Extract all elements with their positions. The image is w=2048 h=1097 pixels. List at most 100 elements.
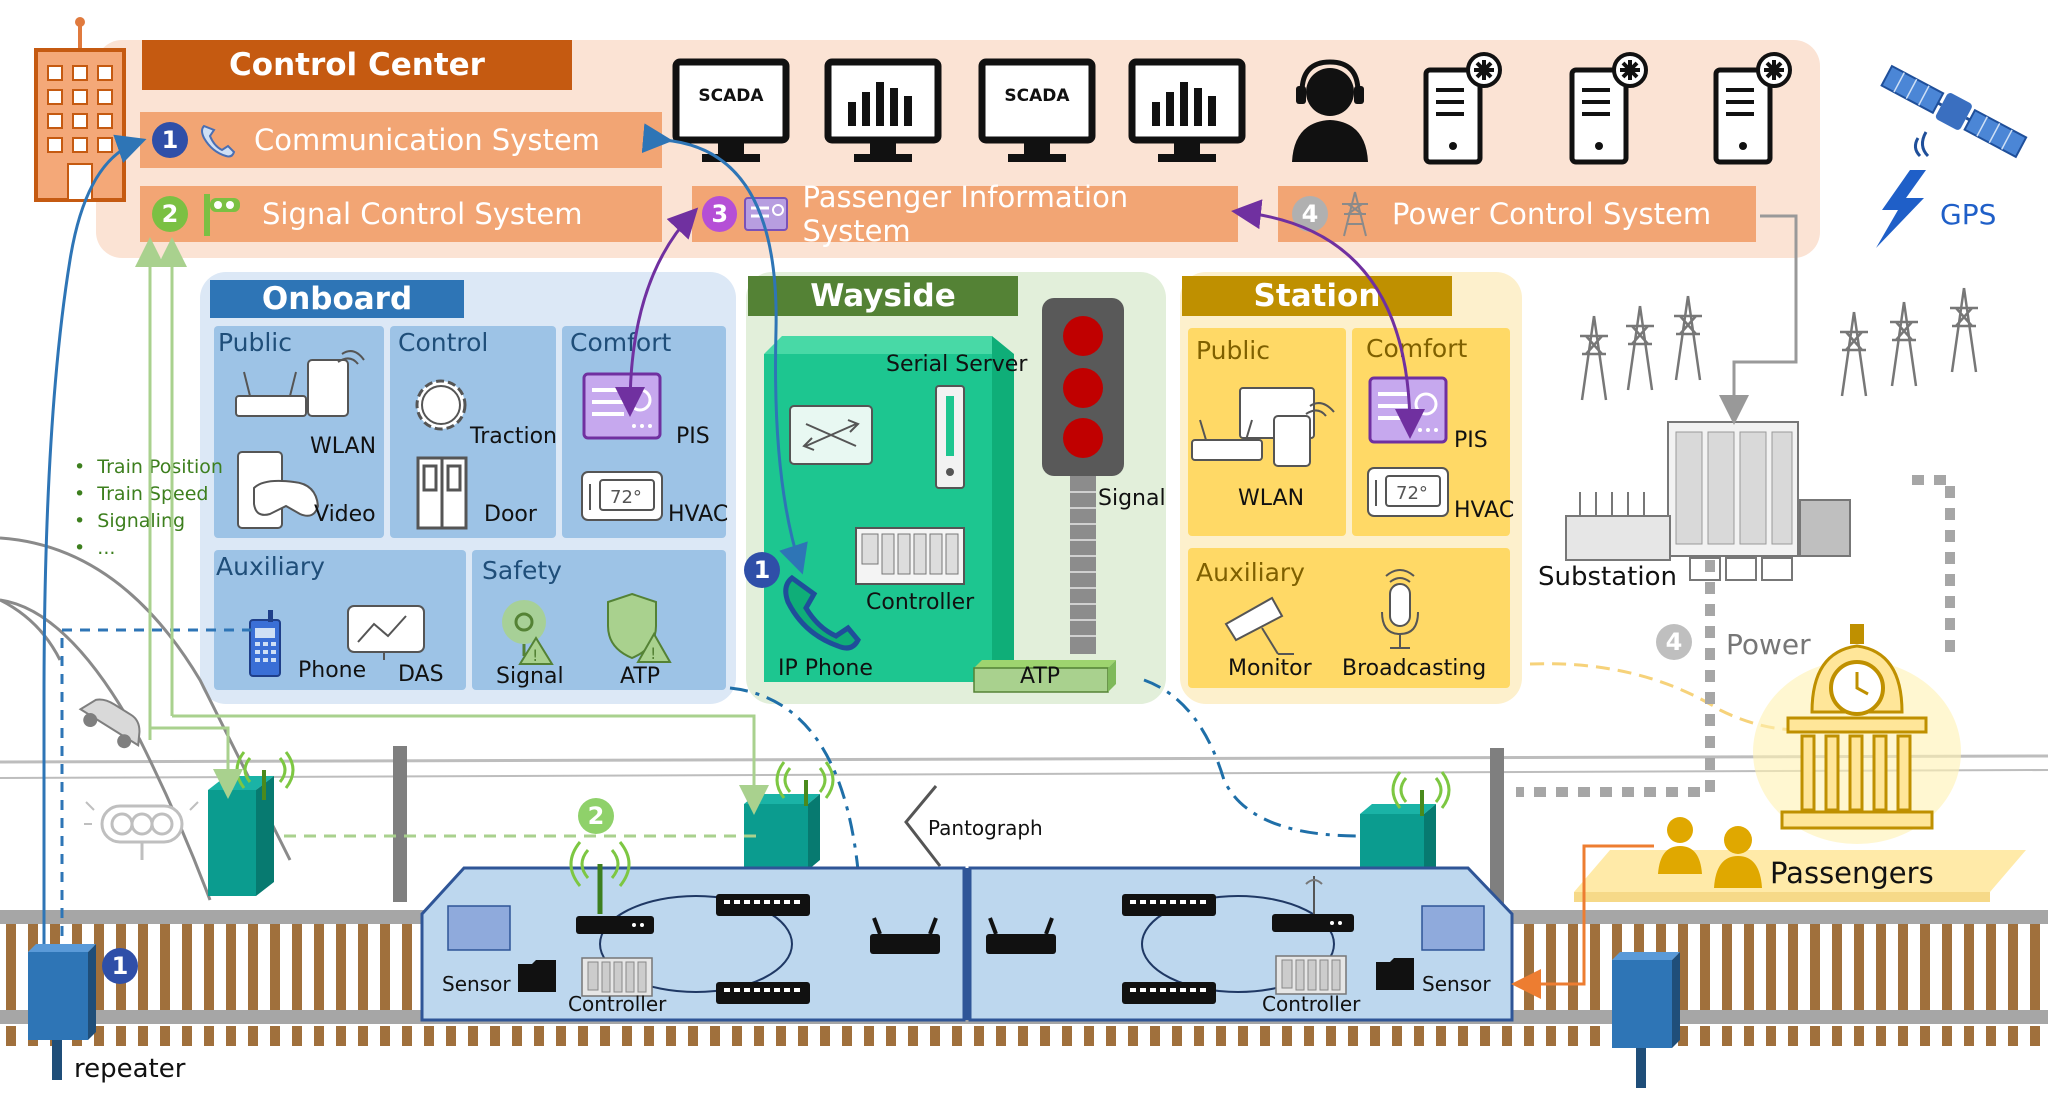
- rail-tie: [1678, 1026, 1688, 1046]
- rail-tie: [1766, 1026, 1776, 1046]
- onboard-atp-label: ATP: [620, 664, 661, 689]
- rail-tie: [710, 1026, 720, 1046]
- rail-tie: [1920, 1026, 1930, 1046]
- wayside-controller-icon: [852, 524, 968, 588]
- rail-tie: [1876, 1026, 1886, 1046]
- onboard-video-label: Video: [314, 502, 376, 527]
- serial-server-icon: [932, 382, 968, 492]
- rail-tie: [226, 1026, 236, 1046]
- train-info-list: • Train Position • Train Speed • Signali…: [74, 454, 223, 562]
- substation-building-icon: [1560, 416, 1900, 596]
- system-bar-power-control[interactable]: 4 Power Control System: [1278, 186, 1756, 242]
- svg-text:!: !: [532, 646, 538, 665]
- bar-chart-monitor-1: [824, 58, 942, 166]
- rail-tie: [2008, 1026, 2018, 1046]
- station-wlan-label: WLAN: [1238, 486, 1305, 511]
- wayside-controller-label: Controller: [866, 590, 975, 615]
- substation-label: Substation: [1538, 562, 1677, 592]
- microphone-icon: [1374, 562, 1426, 658]
- rail-tie: [534, 1026, 544, 1046]
- rail-tie: [248, 924, 258, 1010]
- rail-tie: [1568, 924, 1578, 1010]
- rail-tie: [204, 1026, 214, 1046]
- train-info-more: • ...: [74, 537, 116, 559]
- station-monitor-label: Monitor: [1228, 656, 1312, 681]
- power-towers-right-icon: [1826, 272, 2006, 402]
- rail-tie: [1304, 1026, 1314, 1046]
- rail-tie: [1238, 1026, 1248, 1046]
- rail-tie: [446, 1026, 456, 1046]
- router-tablet-icon: [230, 340, 370, 430]
- onboard-phone-label: Phone: [298, 658, 367, 683]
- svg-text:!: !: [650, 644, 656, 663]
- security-camera-icon: [1218, 594, 1302, 658]
- rail-tie: [1568, 1026, 1578, 1046]
- rail-tie: [996, 1026, 1006, 1046]
- rail-tie: [1788, 924, 1798, 1010]
- train-controller-label-left: Controller: [568, 992, 667, 1016]
- rail-tie: [314, 1026, 324, 1046]
- rail-tie: [1722, 924, 1732, 1010]
- signal-biohazard-icon: !: [496, 594, 560, 666]
- station-auxiliary-title: Auxiliary: [1196, 558, 1305, 587]
- repeater-left-icon: [24, 942, 104, 1082]
- rail-tie: [490, 1026, 500, 1046]
- system-bar-signal-control[interactable]: 2 Signal Control System: [140, 186, 662, 242]
- rail-tie: [1392, 1026, 1402, 1046]
- onboard-safety-title: Safety: [482, 556, 562, 585]
- rail-tie: [930, 1026, 940, 1046]
- ip-phone-icon: [778, 570, 872, 654]
- atp-balise: [970, 656, 1120, 696]
- rail-tie: [336, 924, 346, 1010]
- rail-tie: [1744, 1026, 1754, 1046]
- rail-tie: [2030, 924, 2040, 1010]
- phone-icon: [196, 120, 240, 160]
- repeater-badge-1: 1: [102, 948, 138, 984]
- rail-tie: [1832, 924, 1842, 1010]
- server-icon-2: [1566, 50, 1656, 166]
- system-bar-communication[interactable]: 1 Communication System: [140, 112, 662, 168]
- rail-tie: [1436, 1026, 1446, 1046]
- link-badge-2: 2: [578, 798, 614, 834]
- onboard-das-label: DAS: [398, 662, 444, 687]
- train-wireless-antenna-icon: [562, 838, 638, 918]
- rail-tie: [1832, 1026, 1842, 1046]
- rail-tie: [556, 1026, 566, 1046]
- rail-tie: [380, 1026, 390, 1046]
- train-switch-icon-1: [714, 890, 812, 920]
- rail-tie: [160, 924, 170, 1010]
- signal-post-icon: [196, 190, 246, 238]
- rail-tie: [578, 1026, 588, 1046]
- rail-tie: [1524, 924, 1534, 1010]
- station-hvac-label: HVAC: [1454, 498, 1515, 523]
- rail-tie: [1700, 1026, 1710, 1046]
- svg-text:72°: 72°: [1396, 483, 1428, 504]
- onboard-wlan-label: WLAN: [310, 434, 377, 459]
- rail-tie: [1678, 924, 1688, 1010]
- rail-tie: [6, 1026, 16, 1046]
- rail-tie: [974, 1026, 984, 1046]
- passenger-information-system-label: Passenger Information System: [802, 180, 1129, 248]
- rail-tie: [424, 1026, 434, 1046]
- rail-tie: [1590, 1026, 1600, 1046]
- train-sensor-label-right: Sensor: [1422, 972, 1491, 996]
- train-router-icon-1: [866, 914, 944, 960]
- train-router-icon-2: [982, 914, 1060, 960]
- video-gamepad-icon: [234, 448, 324, 532]
- rail-tie: [1216, 1026, 1226, 1046]
- onboard-door-label: Door: [484, 502, 537, 527]
- rail-tie: [468, 1026, 478, 1046]
- rail-tie: [1876, 924, 1886, 1010]
- rail-tie: [182, 1026, 192, 1046]
- station-hvac-thermostat-icon: 72°: [1366, 466, 1450, 518]
- communication-system-label: Communication System: [254, 123, 600, 157]
- rail-tie: [2008, 924, 2018, 1010]
- rail-tie: [226, 924, 236, 1010]
- onboard-public-title: Public: [218, 328, 292, 357]
- rail-tie: [1854, 1026, 1864, 1046]
- rail-tie: [1898, 924, 1908, 1010]
- train-modem-icon-1: [574, 912, 656, 938]
- rail-tie: [776, 1026, 786, 1046]
- rail-tie: [94, 924, 104, 1010]
- passengers-label: Passengers: [1770, 856, 1934, 890]
